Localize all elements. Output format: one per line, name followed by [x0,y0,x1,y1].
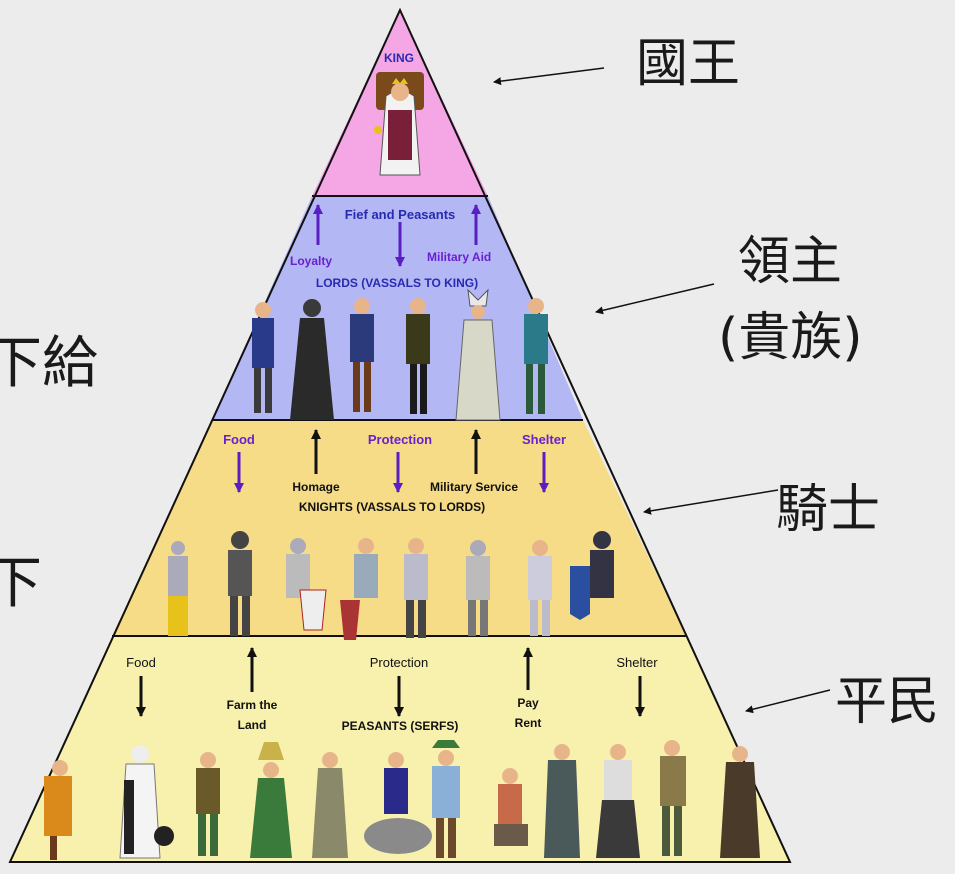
lords-figures [252,288,548,421]
left-cut-text-2: 下 [0,551,42,616]
peasant-figures [44,740,760,860]
lords-annotation-line2: (貴族) [718,308,863,368]
knights-title: KNIGHTS (VASSALS TO LORDS) [299,500,485,514]
peasants-annotation-arrow [745,689,831,714]
farm-label-2: Land [238,718,267,732]
fief-label: Fief and Peasants [345,207,456,222]
pay-label-1: Pay [517,696,539,710]
farm-label-1: Farm the [227,698,278,712]
knights-annotation: 騎士 [776,480,881,540]
lords-annotation-line1: 領主 [738,232,843,292]
pyramid-outline [8,7,792,863]
knight-figures [168,531,614,640]
knights-protection-label: Protection [368,432,432,447]
peasants-food-label: Food [126,655,156,670]
loyalty-label: Loyalty [290,254,332,268]
homage-label: Homage [292,480,340,494]
knights-shelter-label: Shelter [522,432,566,447]
peasants-annotation: 平民 [835,672,940,732]
peasants-shelter-label: Shelter [616,655,658,670]
lords-title: LORDS (VASSALS TO KING) [316,276,478,290]
king-title: KING [384,51,414,65]
king-annotation: 國王 [636,34,741,94]
military-aid-label: Military Aid [427,250,491,264]
king-annotation-arrow [493,67,605,86]
knights-annotation-arrow [643,489,779,515]
peasants-protection-label: Protection [370,655,429,670]
peasants-title: PEASANTS (SERFS) [342,719,459,733]
king-figure [374,72,424,176]
pay-label-2: Rent [515,716,542,730]
left-cut-text-1: 下給 [0,331,98,396]
military-service-label: Military Service [430,480,518,494]
lords-annotation-arrow [595,283,715,315]
knights-food-label: Food [223,432,255,447]
